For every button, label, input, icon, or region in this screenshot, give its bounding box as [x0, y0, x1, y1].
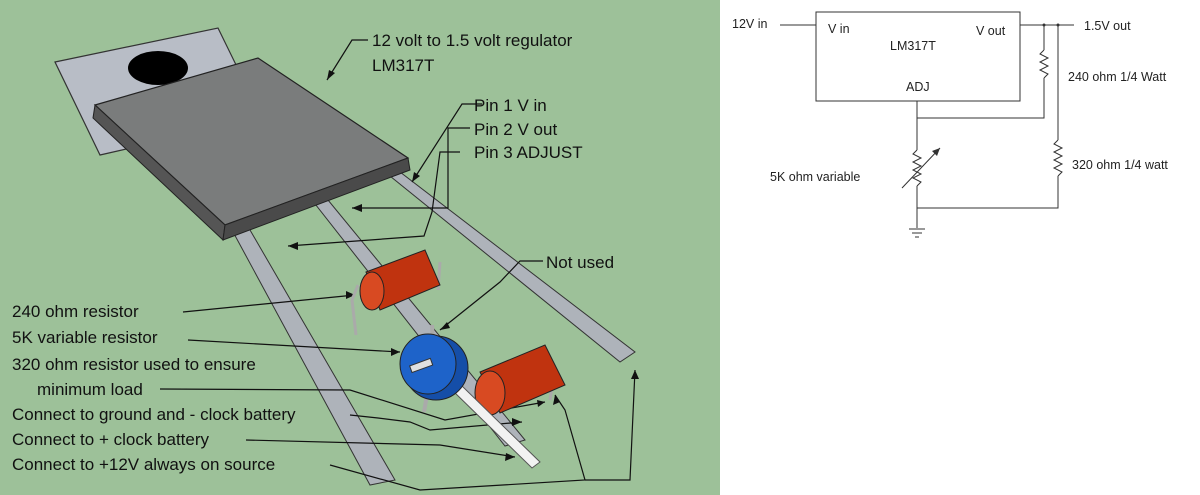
pin2-label: Pin 2 V out: [474, 120, 558, 139]
regulator-front: [222, 157, 411, 241]
mounting-hole: [128, 51, 188, 85]
pin1-label: Pin 1 V in: [474, 96, 547, 115]
legend-item-ground: Connect to ground and - clock battery: [12, 405, 296, 424]
part-label: LM317T: [890, 39, 936, 53]
legend-item-clock-plus: Connect to + clock battery: [12, 430, 210, 449]
regulator-title: 12 volt to 1.5 volt regulator: [372, 31, 573, 50]
pot-arrow: [901, 147, 941, 189]
resistor-240-lead: [350, 284, 360, 336]
leader-240: [182, 294, 356, 313]
pot-label: 5K ohm variable: [770, 170, 861, 184]
leader-pin3: [287, 151, 460, 247]
legend-item-5k-variable: 5K variable resistor: [12, 328, 158, 347]
vout-label: V out: [976, 24, 1006, 38]
regulator-part: LM317T: [372, 56, 435, 75]
pin3-label: Pin 3 ADJUST: [474, 143, 583, 162]
leader-pin2: [352, 127, 470, 209]
pictorial-wiring-diagram: 12 volt to 1.5 volt regulator LM317T Pin…: [0, 0, 720, 495]
schematic-drawing: [780, 11, 1074, 238]
leader-12v-b: [585, 369, 636, 481]
legend-item-12v-source: Connect to +12V always on source: [12, 455, 276, 474]
pot-arrowhead: [932, 148, 940, 156]
r1-resistor: [1038, 49, 1050, 79]
regulator-drawing: [54, 27, 639, 491]
leader-regulator: [326, 39, 368, 81]
adj-label: ADJ: [906, 80, 930, 94]
output-label: 1.5V out: [1084, 19, 1131, 33]
vin-label: V in: [828, 22, 850, 36]
legend-item-240-resistor: 240 ohm resistor: [12, 302, 139, 321]
legend-item-minimum-load: minimum load: [37, 380, 143, 399]
r2-resistor: [1052, 139, 1064, 177]
not-used-label: Not used: [546, 253, 615, 272]
leader-pin1: [411, 103, 482, 183]
pot-resistor: [911, 149, 923, 187]
lm317-box: [815, 11, 1021, 102]
legend-item-320-resistor: 320 ohm resistor used to ensure: [12, 355, 256, 374]
r1-bottom-wire: [917, 78, 1045, 119]
r2-bottom-wire: [917, 176, 1059, 209]
leader-5k: [187, 339, 401, 353]
input-label: 12V in: [732, 17, 768, 31]
r2-label: 320 ohm 1/4 watt: [1072, 158, 1168, 172]
leader-not-used: [439, 260, 543, 331]
schematic-diagram: 12V in V in LM317T V out ADJ 1.5V out 24…: [722, 0, 1200, 250]
ground-symbol: [909, 228, 925, 238]
r1-label: 240 ohm 1/4 Watt: [1068, 70, 1167, 84]
leader-clock-plus: [245, 439, 516, 458]
leader-ground: [349, 414, 523, 431]
